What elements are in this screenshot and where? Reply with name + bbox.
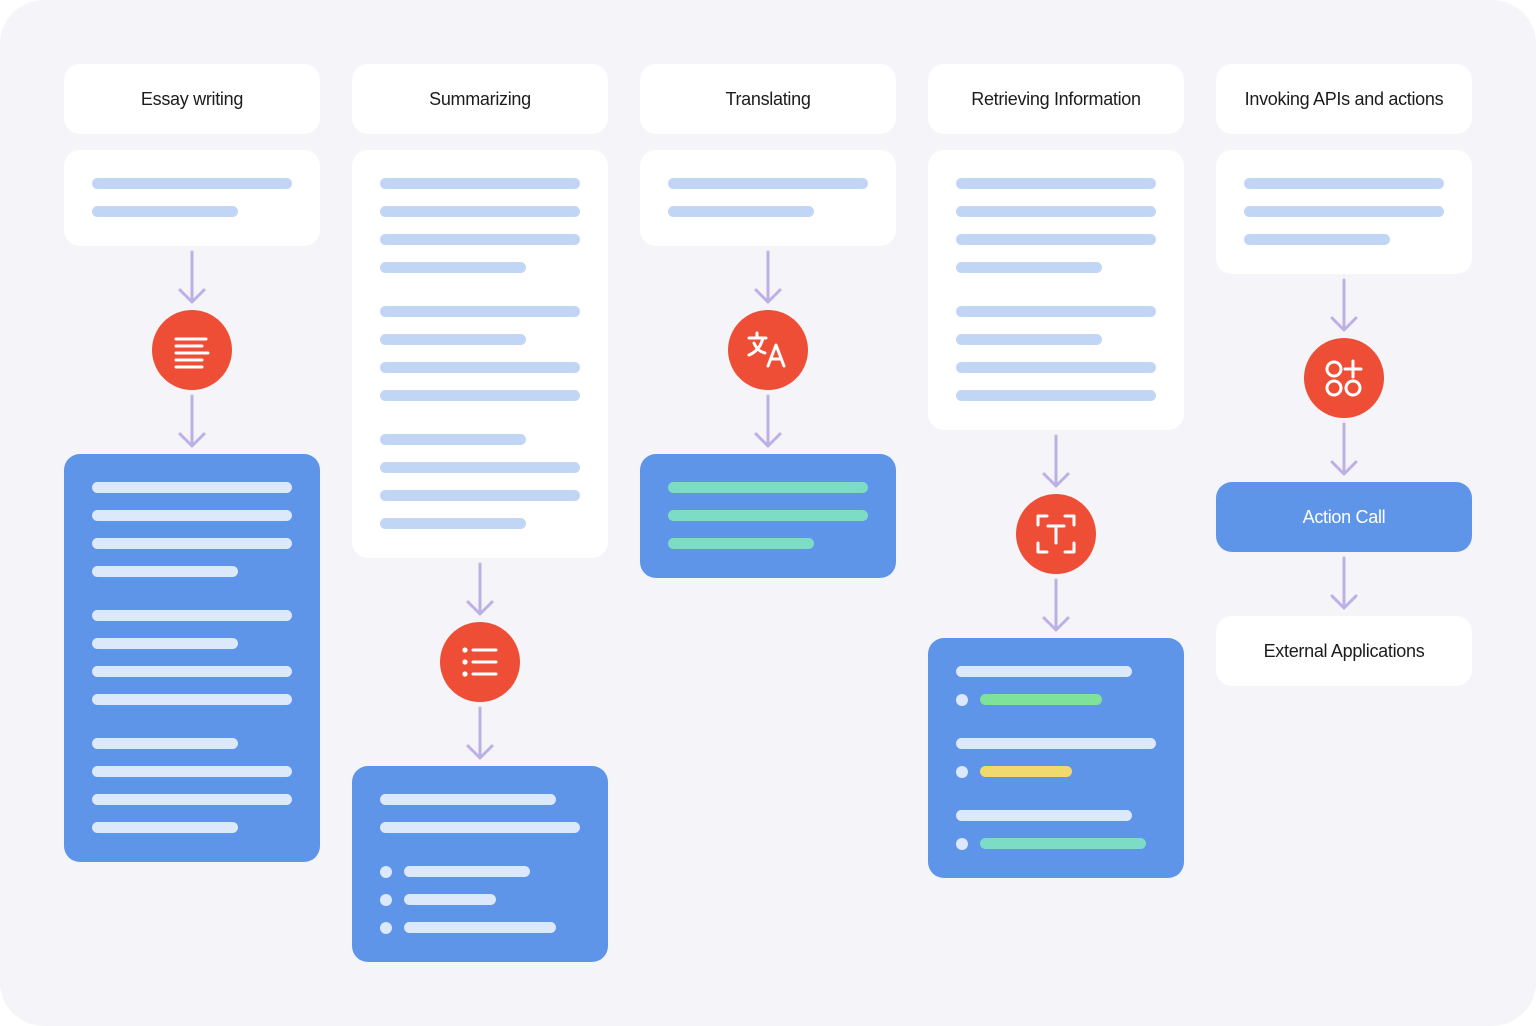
bullet-dot (956, 838, 968, 850)
placeholder-line (1244, 234, 1390, 245)
bullet-line (404, 866, 530, 877)
input-prompt-card (64, 150, 320, 246)
down-arrow-icon (1330, 278, 1358, 332)
bullet-dot (380, 866, 392, 878)
down-arrow-icon (1330, 556, 1358, 610)
text-recognition-icon (1016, 494, 1096, 574)
placeholder-line (1244, 206, 1444, 217)
placeholder-line (92, 510, 292, 521)
placeholder-line (956, 306, 1156, 317)
placeholder-line (92, 822, 238, 833)
bullet-dot (956, 694, 968, 706)
column-title-label: Invoking APIs and actions (1244, 88, 1444, 109)
bullet-dot (380, 922, 392, 934)
placeholder-line (668, 206, 814, 217)
placeholder-line (956, 234, 1156, 245)
highlighted-line (980, 838, 1146, 849)
placeholder-line (956, 206, 1156, 217)
placeholder-line (92, 206, 238, 217)
action-call-box: Action Call (1216, 482, 1472, 552)
bullet-dot (380, 894, 392, 906)
placeholder-line (956, 666, 1132, 677)
placeholder-line (380, 306, 580, 317)
placeholder-line (956, 178, 1156, 189)
long-document-card (352, 150, 608, 558)
request-card (1216, 150, 1472, 274)
placeholder-line (380, 178, 580, 189)
down-arrow-icon (466, 562, 494, 616)
source-document-card (928, 150, 1184, 430)
highlighted-line (980, 766, 1072, 777)
column-title-label: Summarizing (429, 88, 531, 109)
down-arrow-icon (466, 706, 494, 760)
placeholder-line (92, 566, 238, 577)
column-title-summarizing: Summarizing (352, 64, 608, 134)
placeholder-line (92, 738, 238, 749)
down-arrow-icon (1042, 578, 1070, 632)
bullet-line (404, 894, 496, 905)
summary-output-card (352, 766, 608, 962)
placeholder-line (92, 766, 292, 777)
placeholder-line (380, 206, 580, 217)
translated-line (668, 510, 868, 521)
placeholder-line (380, 822, 580, 833)
column-title-essay-writing: Essay writing (64, 64, 320, 134)
placeholder-line (380, 262, 526, 273)
column-title-translating: Translating (640, 64, 896, 134)
translated-line (668, 538, 814, 549)
placeholder-line (380, 462, 580, 473)
bulleted-list-icon (440, 622, 520, 702)
placeholder-line (380, 490, 580, 501)
column-title-invoking-apis: Invoking APIs and actions (1216, 64, 1472, 134)
bullet-line (404, 922, 556, 933)
placeholder-line (956, 334, 1102, 345)
placeholder-line (956, 810, 1132, 821)
placeholder-line (92, 666, 292, 677)
bullet-dot (956, 766, 968, 778)
placeholder-line (380, 434, 526, 445)
external-applications-label: External Applications (1263, 640, 1425, 661)
placeholder-line (380, 334, 526, 345)
placeholder-line (92, 178, 292, 189)
placeholder-line (956, 738, 1156, 749)
placeholder-line (92, 610, 292, 621)
placeholder-line (956, 362, 1156, 373)
down-arrow-icon (178, 394, 206, 448)
placeholder-line (380, 234, 580, 245)
placeholder-line (92, 794, 292, 805)
column-title-label: Retrieving Information (971, 88, 1141, 109)
placeholder-line (956, 390, 1156, 401)
down-arrow-icon (754, 250, 782, 304)
column-title-label: Essay writing (140, 88, 244, 109)
highlighted-line (980, 694, 1102, 705)
down-arrow-icon (178, 250, 206, 304)
placeholder-line (380, 794, 556, 805)
down-arrow-icon (754, 394, 782, 448)
translation-output-card (640, 454, 896, 578)
placeholder-line (380, 362, 580, 373)
down-arrow-icon (1042, 434, 1070, 488)
placeholder-line (668, 178, 868, 189)
text-lines-icon (152, 310, 232, 390)
down-arrow-icon (1330, 422, 1358, 476)
placeholder-line (92, 694, 292, 705)
translate-icon (728, 310, 808, 390)
placeholder-line (92, 482, 292, 493)
placeholder-line (956, 262, 1102, 273)
column-title-label: Translating (725, 88, 811, 109)
column-title-retrieving-information: Retrieving Information (928, 64, 1184, 134)
external-applications-box: External Applications (1216, 616, 1472, 686)
placeholder-line (1244, 178, 1444, 189)
apps-add-icon (1304, 338, 1384, 418)
placeholder-line (380, 390, 580, 401)
translated-line (668, 482, 868, 493)
placeholder-line (92, 638, 238, 649)
placeholder-line (92, 538, 292, 549)
placeholder-line (380, 518, 526, 529)
source-text-card (640, 150, 896, 246)
retrieved-info-card (928, 638, 1184, 878)
action-call-label: Action Call (1302, 506, 1386, 527)
essay-output-card (64, 454, 320, 862)
